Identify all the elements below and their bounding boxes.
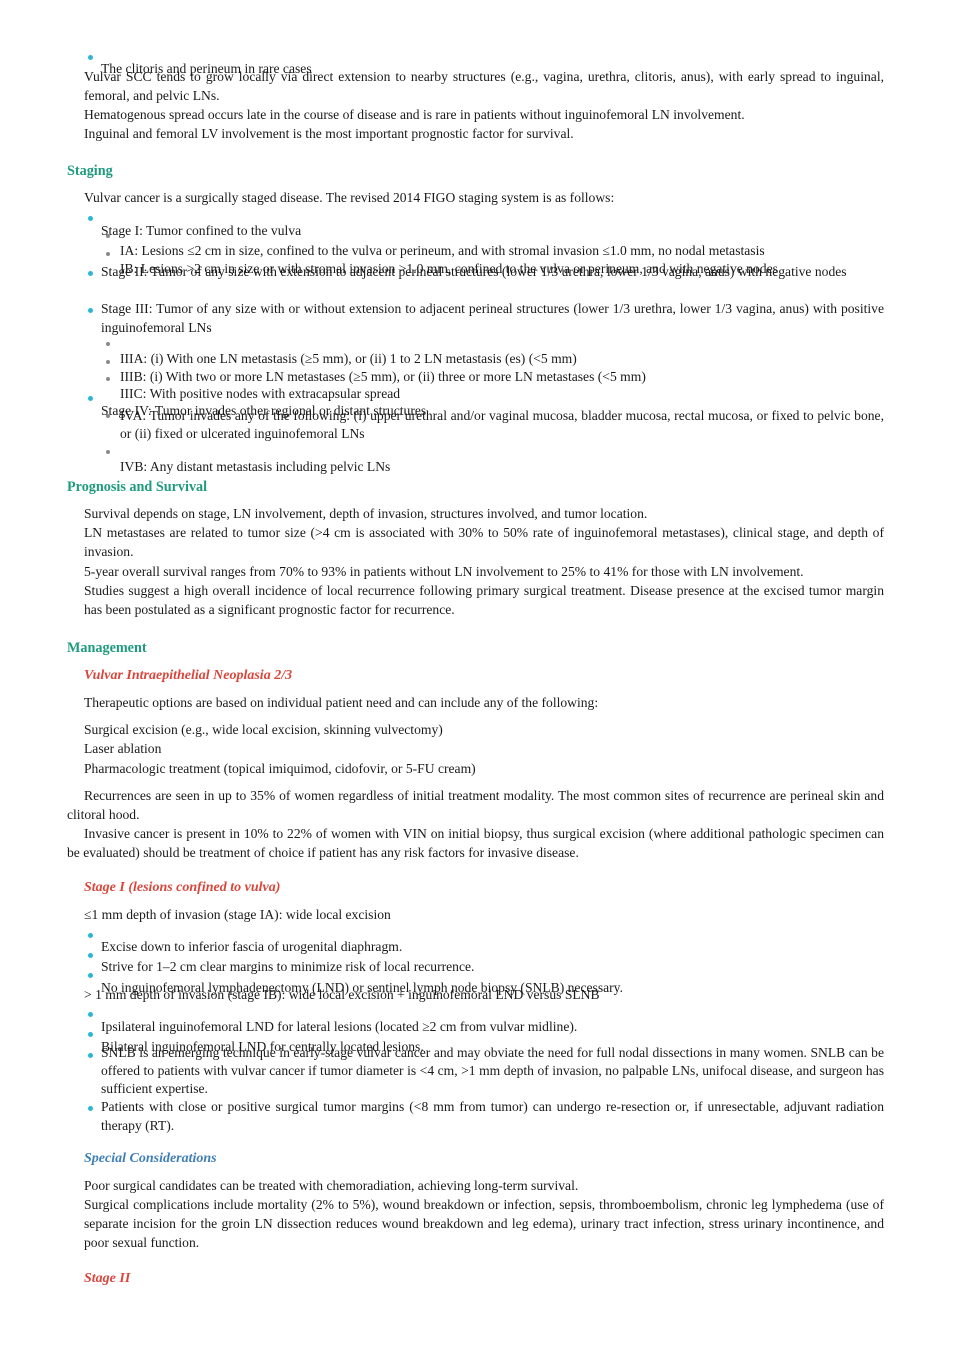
- bullet-dot: [88, 396, 93, 401]
- subheading-special-considerations: Special Considerations: [84, 1151, 217, 1166]
- paragraph: LN metastases are related to tumor size …: [84, 525, 884, 559]
- subbullet-dot: [106, 342, 110, 346]
- bullet-dot: [88, 216, 93, 221]
- bullet-text: Stage I: Tumor confined to the vulva: [101, 222, 302, 238]
- paragraph: ≤1 mm depth of invasion (stage IA): wide…: [84, 907, 391, 922]
- option-line: Pharmacologic treatment (topical imiquim…: [84, 761, 476, 776]
- option-line: Surgical excision (e.g., wide local exci…: [84, 722, 443, 737]
- subbullet-text: IIIB: (i) With two or more LN metastases…: [120, 368, 646, 384]
- paragraph: Invasive cancer is present in 10% to 22%…: [67, 826, 884, 860]
- bullet-dot: [88, 1012, 93, 1017]
- paragraph: Poor surgical candidates can be treated …: [84, 1178, 579, 1193]
- subheading-stage-ii: Stage II: [84, 1271, 131, 1286]
- bullet-dot: [88, 271, 93, 276]
- bullet-dot: [88, 308, 93, 313]
- paragraph: Studies suggest a high overall incidence…: [84, 583, 884, 617]
- bullet-text: Strive for 1–2 cm clear margins to minim…: [101, 958, 475, 974]
- subbullet-text: IIIC: With positive nodes with extracaps…: [120, 385, 401, 401]
- subbullet-dot: [106, 414, 110, 418]
- subheading-stage-i: Stage I (lesions confined to vulva): [84, 880, 281, 895]
- subbullet-text: IVB: Any distant metastasis including pe…: [120, 458, 391, 474]
- bullet-dot: [88, 973, 93, 978]
- subheading-vin: Vulvar Intraepithelial Neoplasia 2/3: [84, 668, 293, 683]
- bullet-dot: [88, 55, 93, 60]
- bullet-text: Stage IV: Tumor invades other regional o…: [101, 402, 427, 418]
- paragraph: Vulvar SCC tends to grow locally via dir…: [84, 69, 884, 103]
- bullet-text: Ipsilateral inguinofemoral LND for later…: [101, 1018, 578, 1034]
- subbullet-dot: [106, 450, 110, 454]
- paragraph: Therapeutic options are based on individ…: [84, 695, 599, 710]
- section-heading-management: Management: [67, 640, 147, 656]
- subbullet-dot: [106, 360, 110, 364]
- subbullet-dot: [106, 252, 110, 256]
- subbullet-dot: [106, 234, 110, 238]
- subbullet-text: IB: Lesions >2 cm in size or with stroma…: [120, 260, 778, 276]
- paragraph: > 1 mm depth of invasion (stage IB): wid…: [84, 987, 600, 1002]
- bullet-text: The clitoris and perineum in rare cases: [101, 60, 312, 76]
- paragraph: Survival depends on stage, LN involvemen…: [84, 506, 648, 521]
- bullet-dot: [88, 1053, 93, 1058]
- bullet-dot: [88, 953, 93, 958]
- bullet-text: Excise down to inferior fascia of urogen…: [101, 938, 403, 954]
- paragraph: 5-year overall survival ranges from 70% …: [84, 564, 804, 579]
- paragraph: Surgical complications include mortality…: [84, 1197, 884, 1250]
- bullet-text: No inguinofemoral lymphadenectomy (LND) …: [101, 979, 623, 995]
- paragraph: Vulvar cancer is a surgically staged dis…: [84, 190, 615, 205]
- section-heading-staging: Staging: [67, 163, 113, 179]
- bullet-text: Bilateral inguinofemoral LND for central…: [101, 1038, 424, 1054]
- paragraph: Recurrences are seen in up to 35% of wom…: [67, 788, 884, 822]
- subbullet-text: IVA: Tumor invades any of the following:…: [120, 408, 884, 441]
- paragraph: Hematogenous spread occurs late in the c…: [84, 107, 745, 122]
- paragraph: Inguinal and femoral LV involvement is t…: [84, 126, 574, 141]
- bullet-dot: [88, 1106, 93, 1111]
- bullet-text: Stage III: Tumor of any size with or wit…: [101, 301, 884, 335]
- bullet-dot: [88, 933, 93, 938]
- bullet-text: Stage II: Tumor of any size with extensi…: [101, 264, 847, 279]
- subbullet-text: IIIA: (i) With one LN metastasis (≥5 mm)…: [120, 350, 577, 366]
- bullet-text: Patients with close or positive surgical…: [101, 1099, 884, 1133]
- subbullet-text: IA: Lesions ≤2 cm in size, confined to t…: [120, 242, 765, 258]
- bullet-text: SNLB is an emerging technique in early-s…: [101, 1045, 884, 1096]
- bullet-dot: [88, 1032, 93, 1037]
- option-line: Laser ablation: [84, 741, 162, 756]
- section-heading-prognosis: Prognosis and Survival: [67, 479, 208, 495]
- subbullet-dot: [106, 377, 110, 381]
